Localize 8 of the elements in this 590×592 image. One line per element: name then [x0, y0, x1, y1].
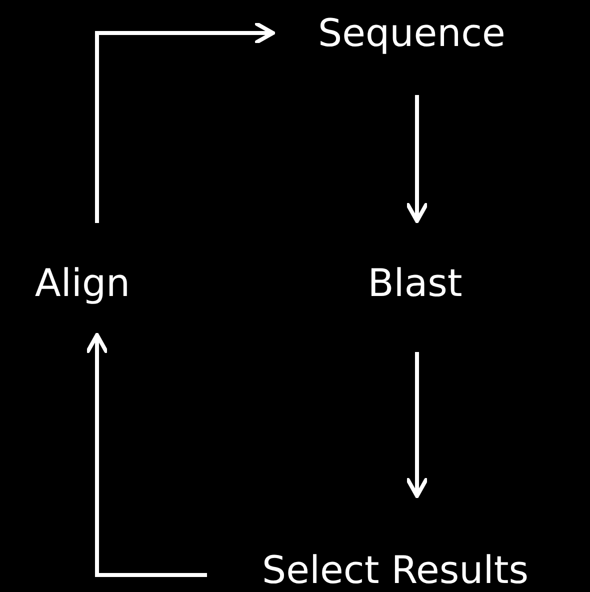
node-label: Select Results	[262, 548, 529, 592]
node-label: Align	[34, 261, 130, 305]
arrow	[406, 95, 428, 223]
arrow	[86, 333, 207, 577]
node-label: Blast	[368, 261, 462, 305]
node-label: Sequence	[318, 11, 506, 55]
arrow	[406, 352, 428, 498]
arrow	[95, 22, 275, 223]
